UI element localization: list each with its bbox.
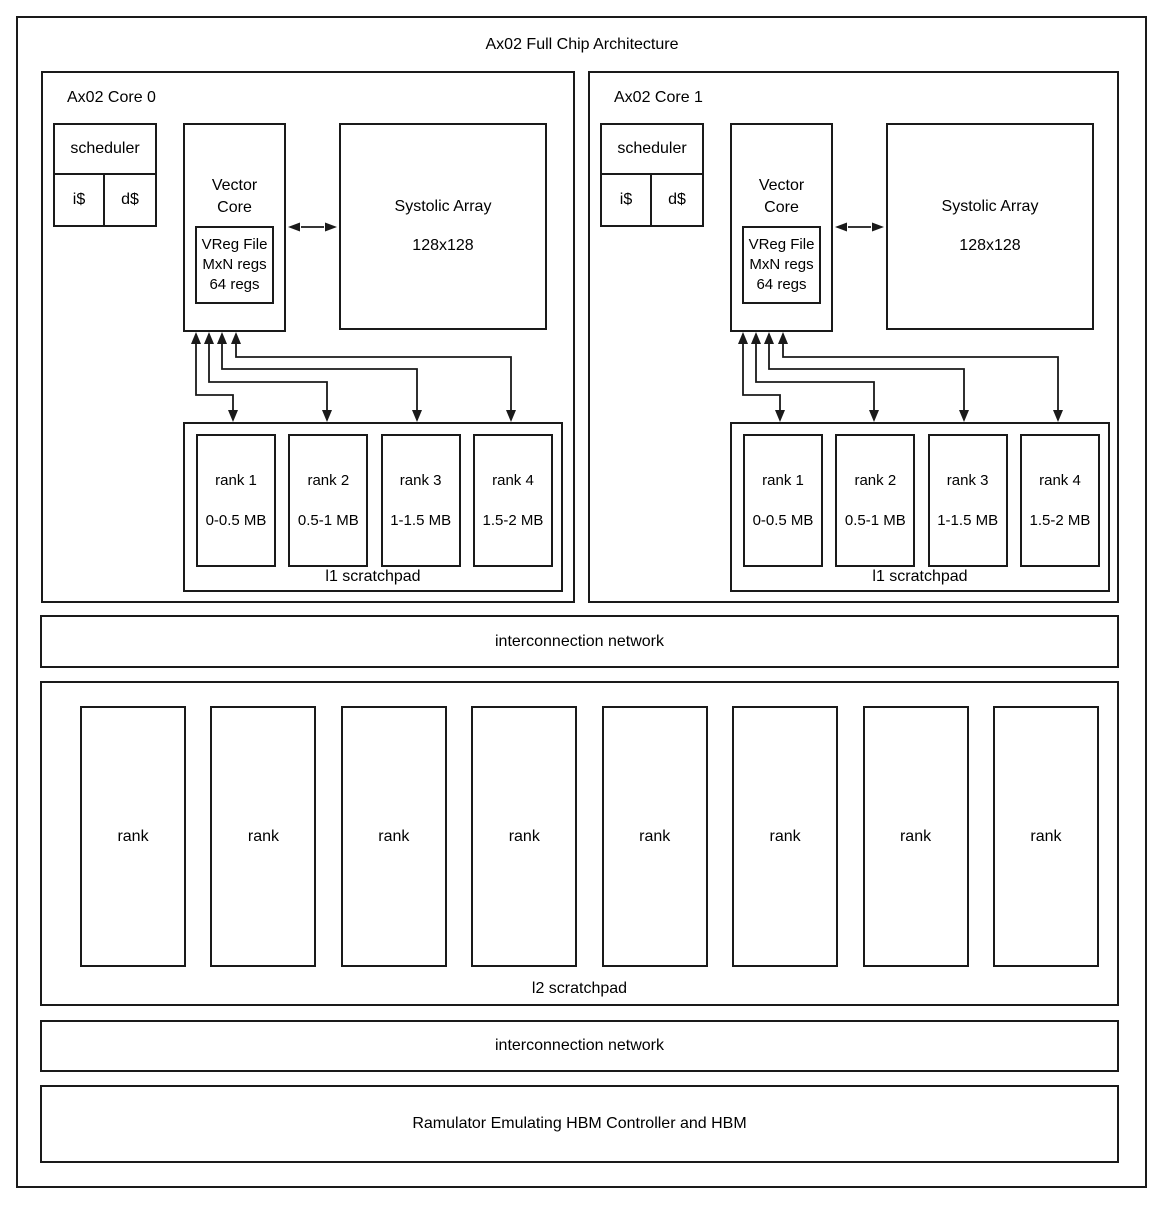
core-1-systolic-array-dimensions: 128x128 bbox=[959, 237, 1021, 254]
l2-rank-6: rank bbox=[732, 706, 839, 967]
core-1-systolic-array-box: Systolic Array 128x128 bbox=[886, 123, 1094, 330]
core-0-vreg-file-box: VReg File MxN regs 64 regs bbox=[195, 226, 274, 304]
rank-range: 1-1.5 MB bbox=[390, 511, 452, 529]
rank-range: 0-0.5 MB bbox=[205, 511, 267, 529]
core-1-dcache-cell: d$ bbox=[668, 191, 686, 208]
rank-name: rank 1 bbox=[215, 471, 257, 489]
core-1-l1-scratchpad-label: l1 scratchpad bbox=[872, 568, 968, 585]
rank-range: 1.5-2 MB bbox=[482, 511, 544, 529]
core-1-cache-row: i$ d$ bbox=[602, 175, 702, 225]
rank-name: rank 3 bbox=[399, 471, 442, 489]
rank-range: 1.5-2 MB bbox=[1029, 511, 1091, 529]
core-1-scheduler-label: scheduler bbox=[602, 125, 702, 175]
core-1-l1-scratchpad-box: rank 1 0-0.5 MB rank 2 0.5-1 MB rank 3 1… bbox=[730, 422, 1110, 592]
core-1-vreg-file-box: VReg File MxN regs 64 regs bbox=[742, 226, 821, 304]
core-1-l1-rank-3: rank 3 1-1.5 MB bbox=[927, 434, 1008, 567]
core-1-icache-cell: i$ bbox=[602, 175, 652, 225]
core-1-systolic-array-label: Systolic Array bbox=[941, 198, 1039, 215]
core-1-l1-rank-1: rank 1 0-0.5 MB bbox=[743, 434, 823, 567]
core-0-systolic-array-box: Systolic Array 128x128 bbox=[339, 123, 547, 330]
core-1-l1-rank-2: rank 2 0.5-1 MB bbox=[835, 434, 916, 567]
rank-name: rank 2 bbox=[307, 471, 350, 489]
core-0-cache-row: i$ d$ bbox=[55, 175, 155, 225]
l2-rank-1: rank bbox=[80, 706, 186, 967]
l2-ranks-row: rank rank rank rank rank rank rank rank bbox=[80, 706, 1099, 967]
core-0-l1-rank-1: rank 1 0-0.5 MB bbox=[196, 434, 276, 567]
core-0-scheduler-label: scheduler bbox=[55, 125, 155, 175]
interconnect-top-bar: interconnection network bbox=[40, 615, 1119, 668]
l2-rank-5: rank bbox=[601, 706, 708, 967]
core-0-vector-core-box: Vector Core VReg File MxN regs 64 regs bbox=[183, 123, 286, 332]
core-0-label: Ax02 Core 0 bbox=[67, 89, 156, 106]
l2-scratchpad-label: l2 scratchpad bbox=[531, 980, 628, 997]
core-0-systolic-array-label: Systolic Array bbox=[394, 198, 492, 215]
rank-name: rank 4 bbox=[1039, 471, 1081, 489]
core-1-l1-rank-4: rank 4 1.5-2 MB bbox=[1019, 434, 1100, 567]
rank-name: rank 4 bbox=[492, 471, 534, 489]
core-0-l1-scratchpad-label: l1 scratchpad bbox=[325, 568, 421, 585]
diagram-title: Ax02 Full Chip Architecture bbox=[485, 36, 679, 53]
core-1-l1-ranks-row: rank 1 0-0.5 MB rank 2 0.5-1 MB rank 3 1… bbox=[743, 434, 1100, 567]
l2-rank-8: rank bbox=[992, 706, 1099, 967]
core-0-l1-ranks-row: rank 1 0-0.5 MB rank 2 0.5-1 MB rank 3 1… bbox=[196, 434, 553, 567]
core-0-dcache-cell: d$ bbox=[121, 191, 139, 208]
core-0-box: Ax02 Core 0 scheduler i$ d$ Vector Core … bbox=[41, 71, 575, 603]
core-1-scheduler-box: scheduler i$ d$ bbox=[600, 123, 704, 227]
core-1-vector-core-label: Vector Core bbox=[758, 177, 805, 216]
core-0-l1-scratchpad-box: rank 1 0-0.5 MB rank 2 0.5-1 MB rank 3 1… bbox=[183, 422, 563, 592]
l2-rank-2: rank bbox=[210, 706, 317, 967]
core-0-icache-cell: i$ bbox=[55, 175, 105, 225]
rank-name: rank 2 bbox=[854, 471, 897, 489]
rank-name: rank 1 bbox=[762, 471, 804, 489]
l2-rank-7: rank bbox=[862, 706, 969, 967]
core-1-vector-core-box: Vector Core VReg File MxN regs 64 regs bbox=[730, 123, 833, 332]
core-0-systolic-array-dimensions: 128x128 bbox=[412, 237, 474, 254]
core-0-l1-rank-3: rank 3 1-1.5 MB bbox=[380, 434, 461, 567]
rank-range: 0.5-1 MB bbox=[297, 511, 359, 529]
rank-range: 0.5-1 MB bbox=[844, 511, 906, 529]
core-0-l1-rank-4: rank 4 1.5-2 MB bbox=[472, 434, 553, 567]
interconnect-bottom-bar: interconnection network bbox=[40, 1020, 1119, 1072]
core-1-box: Ax02 Core 1 scheduler i$ d$ Vector Core … bbox=[588, 71, 1119, 603]
core-1-label: Ax02 Core 1 bbox=[614, 89, 703, 106]
l2-rank-4: rank bbox=[471, 706, 578, 967]
core-0-scheduler-box: scheduler i$ d$ bbox=[53, 123, 157, 227]
rank-name: rank 3 bbox=[946, 471, 989, 489]
core-0-l1-rank-2: rank 2 0.5-1 MB bbox=[288, 434, 369, 567]
core-0-vector-core-label: Vector Core bbox=[211, 177, 258, 216]
l2-scratchpad-box: rank rank rank rank rank rank rank rank … bbox=[40, 681, 1119, 1006]
rank-range: 1-1.5 MB bbox=[937, 511, 999, 529]
l2-rank-3: rank bbox=[340, 706, 447, 967]
rank-range: 0-0.5 MB bbox=[752, 511, 814, 529]
hbm-ramulator-bar: Ramulator Emulating HBM Controller and H… bbox=[40, 1085, 1119, 1163]
